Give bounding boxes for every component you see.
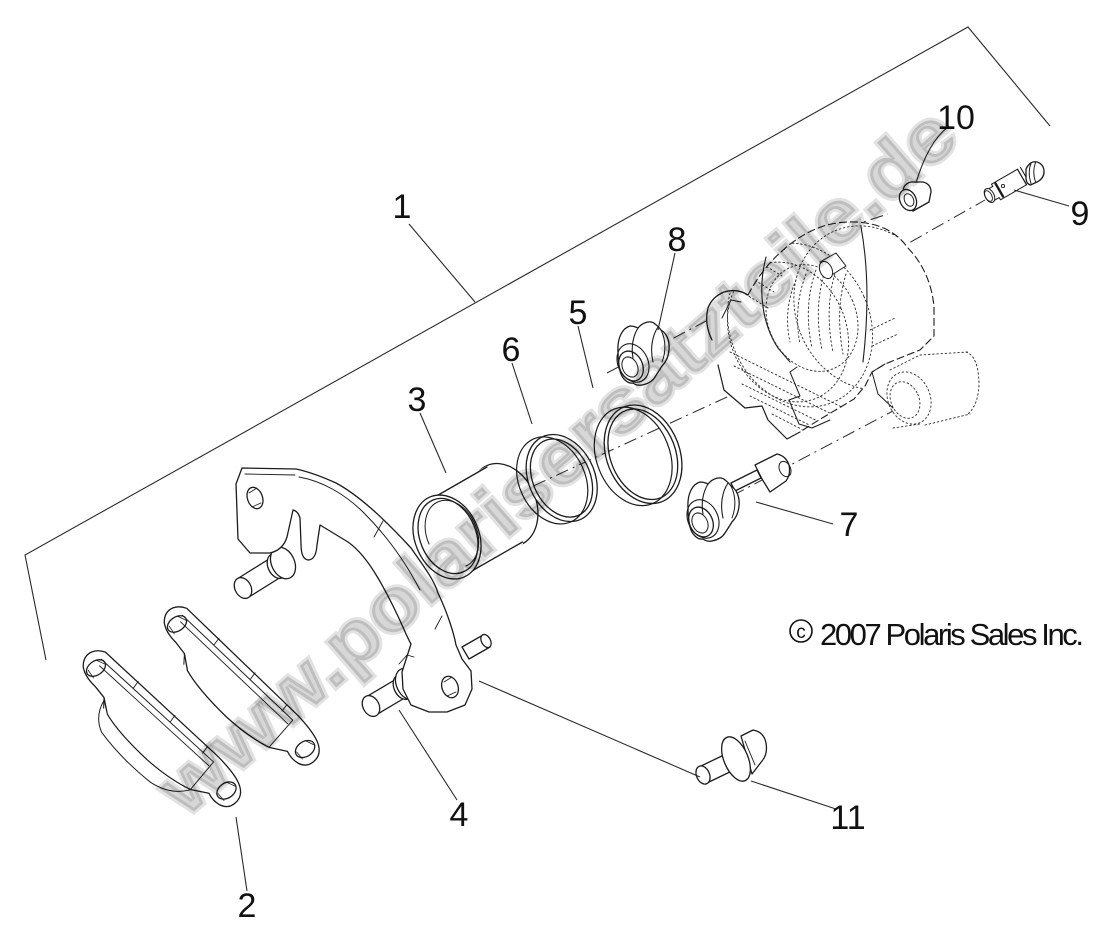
svg-text:3: 3 <box>408 381 427 419</box>
svg-text:2: 2 <box>238 887 257 925</box>
svg-text:10: 10 <box>937 99 975 137</box>
svg-text:2007 Polaris Sales Inc.: 2007 Polaris Sales Inc. <box>820 617 1084 652</box>
svg-text:5: 5 <box>569 294 588 332</box>
svg-text:11: 11 <box>830 799 865 837</box>
svg-text:8: 8 <box>668 221 687 259</box>
svg-text:4: 4 <box>450 796 469 834</box>
svg-text:1: 1 <box>393 188 412 226</box>
svg-text:6: 6 <box>502 331 521 369</box>
svg-text:7: 7 <box>840 506 859 544</box>
svg-text:c: c <box>796 622 806 643</box>
svg-text:9: 9 <box>1071 195 1090 233</box>
